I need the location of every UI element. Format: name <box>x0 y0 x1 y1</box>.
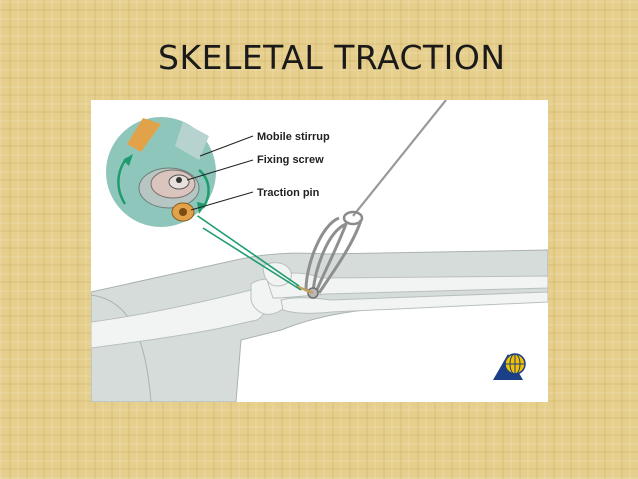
label-traction-pin: Traction pin <box>257 187 320 199</box>
cord-knot <box>342 210 364 226</box>
inset-pointer-upper <box>178 202 300 287</box>
traction-cord <box>352 100 447 217</box>
radius-bone <box>280 291 548 314</box>
magnified-inset <box>104 115 218 229</box>
leader-fixing-screw <box>186 159 254 181</box>
figure-panel: Mobile stirrup Fixing screw Traction pin <box>91 100 548 402</box>
stirrup-arm <box>317 219 363 294</box>
label-mobile-stirrup: Mobile stirrup <box>257 131 330 143</box>
slide-title: SKELETAL TRACTION <box>158 38 506 77</box>
inset-pointer-lower <box>202 227 302 291</box>
traction-pin-in-bone <box>295 284 314 295</box>
leader-mobile-stirrup <box>199 135 254 157</box>
traction-stirrup <box>304 216 349 294</box>
logo-icon <box>493 353 526 380</box>
label-fixing-screw: Fixing screw <box>257 154 324 166</box>
leader-traction-pin <box>190 191 254 211</box>
